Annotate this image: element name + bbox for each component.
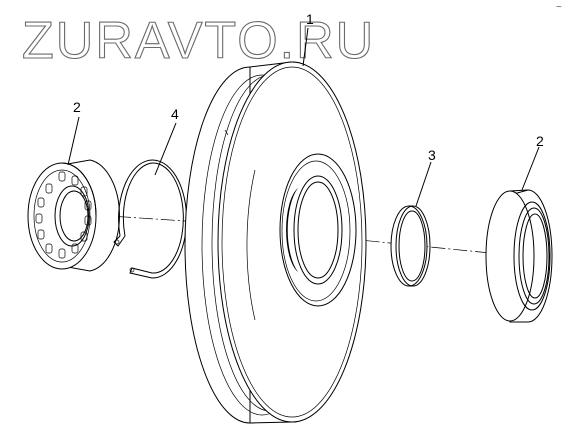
pulley-wheel [184,61,367,424]
callout-pulley: 1 [306,11,314,27]
bearing-right [485,189,553,323]
callout-retaining-ring: 4 [171,106,179,122]
corner-mark: ~ [556,2,562,13]
callout-bearing-right: 2 [536,133,544,149]
watermark-text: ZURAVTO.RU [22,12,375,70]
spacer-ring [390,205,431,287]
leader-lines [67,27,540,207]
bearing-left [27,159,120,272]
retaining-ring [113,159,188,279]
callout-spacer-ring: 3 [428,147,436,163]
callout-bearing-left: 2 [73,99,81,115]
